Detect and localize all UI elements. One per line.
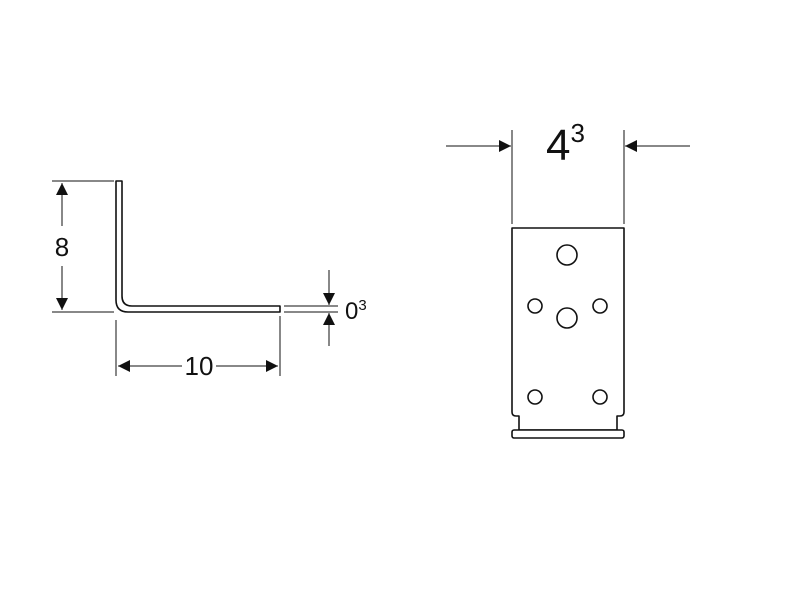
bracket-profile	[115, 180, 281, 313]
side-view: 8 10 03	[52, 180, 367, 381]
height-label: 8	[55, 232, 69, 262]
width-dimension: 43	[446, 118, 690, 224]
width-label-exponent: 3	[570, 118, 584, 148]
hole-middle-right	[592, 298, 608, 314]
front-view: 43	[446, 118, 690, 439]
length-dimension: 10	[115, 316, 281, 381]
width-label-base: 4	[546, 121, 570, 170]
thickness-label-exponent: 3	[358, 297, 366, 314]
height-dimension: 8	[52, 180, 114, 313]
width-label: 43	[546, 118, 585, 170]
hole-bottom-left	[527, 389, 543, 405]
hole-bottom-right	[592, 389, 608, 405]
hole-center-large	[556, 307, 578, 329]
hole-top-large	[556, 244, 578, 266]
thickness-label-base: 0	[345, 298, 358, 325]
hole-middle-left	[527, 298, 543, 314]
bracket-foot-flange	[511, 429, 625, 439]
length-label: 10	[185, 351, 214, 381]
thickness-dimension: 03	[284, 270, 367, 346]
thickness-label: 03	[345, 297, 367, 325]
